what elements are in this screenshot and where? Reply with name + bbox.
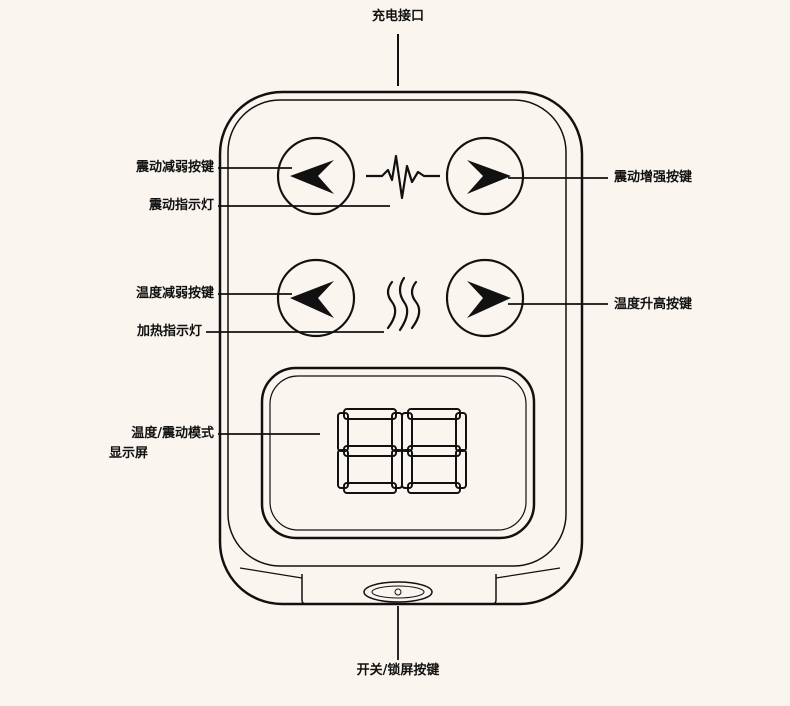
display-label-line2: 显示屏 (109, 446, 149, 461)
heat-indicator-icon (386, 276, 421, 332)
vibration-indicator-icon (366, 154, 440, 200)
vibration-indicator-label: 震动指示灯 (148, 198, 214, 213)
charge-port-label: 充电接口 (371, 9, 424, 24)
temperature-decrease-button[interactable] (276, 258, 356, 338)
vibration-decrease-button[interactable] (276, 136, 356, 216)
device-inner-face (227, 99, 567, 567)
seven-segment-display (337, 408, 467, 494)
device-bottom-strip (301, 574, 497, 605)
temperature-increase-button[interactable] (445, 258, 525, 338)
arrow-left-icon (290, 160, 334, 194)
arrow-left-icon (290, 281, 334, 318)
vibration-increase-button[interactable] (445, 136, 525, 216)
temperature-increase-label: 温度升高按键 (614, 297, 693, 312)
vibration-increase-label: 震动增强按键 (614, 170, 693, 185)
power-icon (394, 588, 402, 596)
power-lock-label: 开关/锁屏按键 (356, 663, 440, 678)
vibration-decrease-label: 震动减弱按键 (135, 160, 214, 175)
arrow-right-icon (467, 281, 511, 318)
display-label-line1: 温度/震动模式 (131, 426, 214, 441)
arrow-right-icon (467, 160, 511, 194)
temperature-decrease-label: 温度减弱按键 (135, 286, 214, 301)
display-screen (260, 366, 536, 540)
power-lock-button[interactable] (363, 581, 433, 603)
heat-indicator-label: 加热指示灯 (136, 324, 202, 339)
